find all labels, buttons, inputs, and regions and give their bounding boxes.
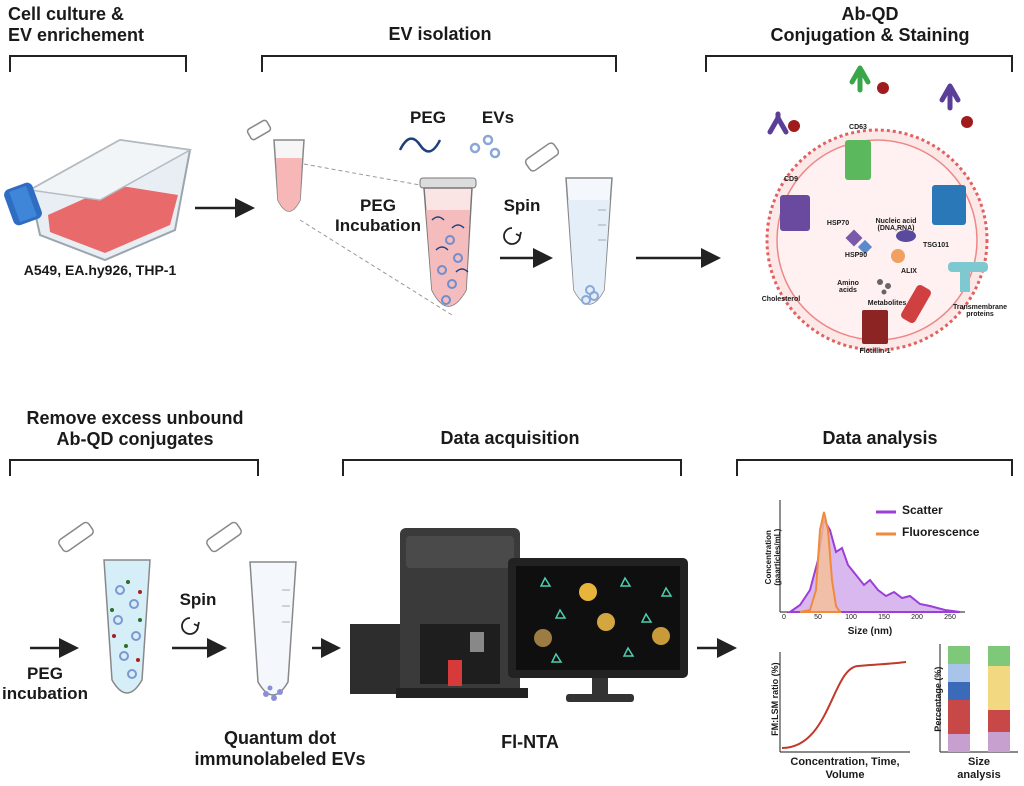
bars-xlabel: Size analysis <box>957 756 1001 781</box>
peg-incubation-bottom-label: PEG incubation <box>2 664 88 703</box>
xtick-150: 150 <box>878 614 890 621</box>
step5-title: Data acquisition <box>440 428 580 448</box>
alix-label: ALIX <box>901 268 917 275</box>
xtick-200: 200 <box>911 614 923 621</box>
hsp90-label: HSP90 <box>844 252 868 259</box>
evs-label: EVs <box>481 108 515 127</box>
step1-title: Cell culture & EV enrichement <box>8 4 145 45</box>
step3-title: Ab-QD Conjugation & Staining <box>770 4 970 45</box>
spin-icon <box>503 227 522 245</box>
qd-particles <box>534 576 673 663</box>
size-distribution-chart <box>779 500 965 613</box>
spin-icon-bottom <box>181 617 200 635</box>
xtick-50: 50 <box>814 614 822 621</box>
flotillin-protein <box>862 310 888 344</box>
spin-label-top: Spin <box>503 196 541 215</box>
transmembrane-protein <box>948 262 988 292</box>
tsg101-label: TSG101 <box>922 242 950 249</box>
step4-title: Remove excess unbound Ab-QD conjugates <box>26 408 244 449</box>
cholesterol-label: Cholesterol <box>761 296 801 303</box>
bracket-step4 <box>9 459 259 476</box>
bars-ylabel: Percentage (%) <box>932 666 943 732</box>
metabolites-label: Metabolites <box>867 300 907 307</box>
curve-ylabel: FM:LSM ratio (%) <box>769 662 780 736</box>
bracket-step2 <box>261 55 617 72</box>
ev-vesicles-icon <box>469 134 501 159</box>
culture-flask-icon <box>4 138 193 262</box>
xtick-250: 250 <box>944 614 956 621</box>
nucleic-acid-label: Nucleic acid (DNA,RNA) <box>875 218 917 233</box>
step2-title: EV isolation <box>388 24 492 44</box>
bracket-step3 <box>705 55 1013 72</box>
monitor-icon <box>508 558 688 702</box>
flotillin-label: Flotillin-1 <box>859 348 891 355</box>
xtick-100: 100 <box>845 614 857 621</box>
spin-label-bottom: Spin <box>179 590 217 609</box>
spun-tube-icon <box>524 142 613 305</box>
chart-ylabel: Concentration (paarticles/mL) <box>763 528 782 586</box>
bracket-step6 <box>736 459 1013 476</box>
ab-qd-tube-icon <box>58 521 151 694</box>
labeled-ev-tube-icon <box>206 521 297 701</box>
fm-lsm-curve-chart <box>779 652 910 753</box>
cd9-label: CD9 <box>783 176 798 183</box>
chart-xlabel: Size (nm) <box>847 626 893 637</box>
curve-xlabel: Concentration, Time, Volume <box>790 756 900 781</box>
cd9-protein <box>780 195 810 231</box>
cd63-protein <box>845 140 871 180</box>
nta-instrument-icon <box>350 528 528 698</box>
small-tube-icon <box>246 119 305 212</box>
step6-title: Data analysis <box>822 428 938 448</box>
cell-lines-label: A549, EA.hy926, THP-1 <box>23 262 177 278</box>
legend-fluorescence-label: Fluorescence <box>902 525 980 539</box>
cd81-protein <box>932 185 966 225</box>
transmembrane-label: Transmembrane proteins <box>952 304 1008 319</box>
amino-acids-label: Amino acids <box>837 280 859 295</box>
result-label: Quantum dot immunolabeled EVs <box>194 728 366 769</box>
legend-scatter-label: Scatter <box>902 503 943 517</box>
fluorescence-series <box>799 511 842 613</box>
bracket-step5 <box>342 459 682 476</box>
xtick-0: 0 <box>782 614 786 621</box>
peg-polymer-icon <box>398 137 442 153</box>
bracket-step1 <box>9 55 187 72</box>
incubation-tube-icon <box>419 177 477 307</box>
cd63-label: CD63 <box>849 124 867 131</box>
hsp70-label: HSP70 <box>826 220 850 227</box>
stacked-bars-chart <box>939 644 1018 753</box>
instrument-label: Fl-NTA <box>501 732 559 752</box>
exosome-diagram <box>765 65 989 352</box>
antibody-icons <box>767 65 973 135</box>
peg-label: PEG <box>410 108 446 127</box>
peg-incubation-label: PEG Incubation <box>335 196 421 235</box>
